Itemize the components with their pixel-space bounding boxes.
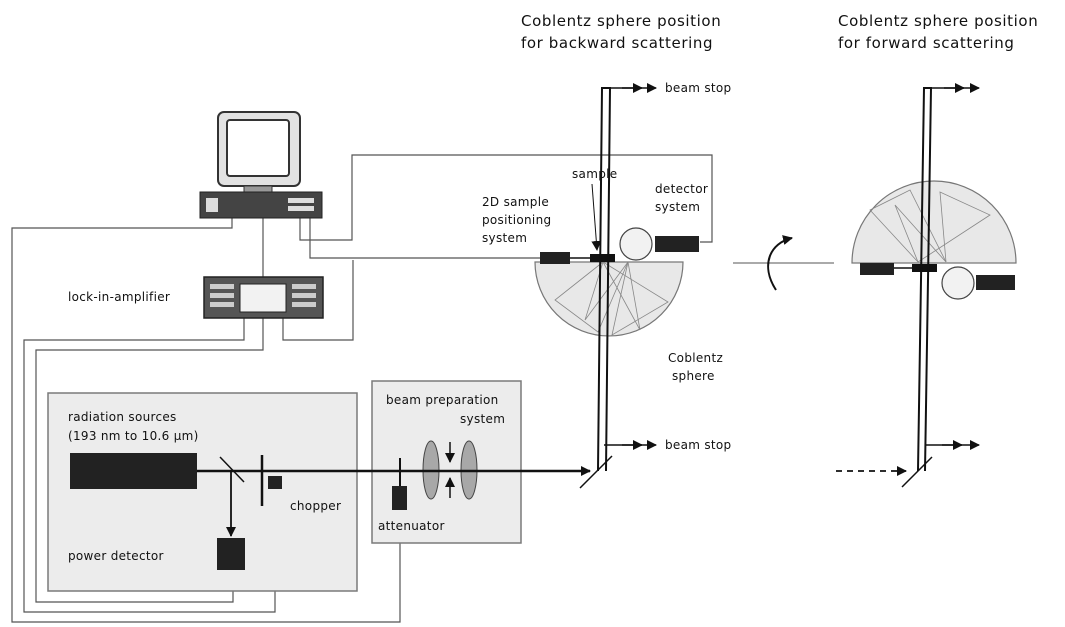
- coblentz-sphere-forward: [851, 180, 1017, 264]
- wire-computer-attenuator: [11, 215, 401, 623]
- detector-backward: [655, 236, 699, 252]
- detector-system-label-2: system: [655, 200, 700, 214]
- radiation-sources-label-1: radiation sources: [68, 410, 177, 424]
- wire-computer-positioner: [309, 215, 540, 259]
- power-detector-label: power detector: [68, 549, 164, 563]
- wire-amplifier-chopper: [23, 318, 276, 613]
- scatter-rays-backward: [554, 261, 669, 336]
- beam-stop-top-label: beam stop: [665, 81, 731, 95]
- computer-icon: [199, 111, 323, 219]
- chopper-motor: [268, 476, 282, 489]
- power-detector: [217, 538, 245, 570]
- header-backward: Coblentz sphere position for backward sc…: [521, 12, 721, 52]
- lock-in-amplifier-label: lock-in-amplifier: [68, 290, 170, 304]
- attenuator-label: attenuator: [378, 519, 445, 533]
- header-forward-line1: Coblentz sphere position: [838, 12, 1038, 30]
- sample-pointer: [591, 183, 602, 251]
- radiation-sources-panel: [47, 392, 358, 592]
- coblentz-sphere-backward: [534, 261, 684, 337]
- sample-label: sample: [572, 167, 617, 181]
- lock-in-amplifier-icon: [203, 276, 324, 319]
- laser-source: [70, 453, 197, 489]
- detector-sphere-backward: [619, 227, 653, 261]
- sample-backward: [590, 254, 615, 262]
- radiation-sources-label-2: (193 nm to 10.6 µm): [68, 429, 199, 443]
- header-backward-line1: Coblentz sphere position: [521, 12, 721, 30]
- rotate-arrow-icon: [767, 235, 793, 291]
- wire-amplifier-power: [35, 318, 264, 603]
- beam-splitter: [219, 456, 245, 483]
- coblentz-sphere-label-2: sphere: [672, 369, 715, 383]
- header-forward-line2: for forward scattering: [838, 34, 1014, 52]
- attenuator-block: [392, 486, 407, 510]
- detector-forward: [976, 275, 1015, 290]
- coblentz-sphere-label-1: Coblentz: [668, 351, 723, 365]
- wire-computer-detector: [299, 154, 713, 243]
- sample-forward: [912, 264, 937, 272]
- positioning-label-1: 2D sample: [482, 195, 549, 209]
- header-backward-line2: for backward scattering: [521, 34, 713, 52]
- detector-sphere-forward: [941, 266, 975, 300]
- positioner-forward: [860, 263, 894, 275]
- positioning-label-2: positioning: [482, 213, 551, 227]
- beam-forward: [917, 87, 933, 472]
- detector-system-label-1: detector: [655, 182, 708, 196]
- header-forward: Coblentz sphere position for forward sca…: [838, 12, 1038, 52]
- positioning-label-3: system: [482, 231, 527, 245]
- chopper-label: chopper: [290, 499, 341, 513]
- wire-amplifier-detector: [282, 260, 354, 341]
- signal-wires: [11, 154, 713, 623]
- beam-preparation-label-1: beam preparation: [386, 393, 499, 407]
- mirror-forward: [901, 456, 933, 488]
- beam-stop-bottom-label: beam stop: [665, 438, 731, 452]
- positioner-backward: [540, 252, 570, 264]
- beam-preparation-label-2: system: [460, 412, 505, 426]
